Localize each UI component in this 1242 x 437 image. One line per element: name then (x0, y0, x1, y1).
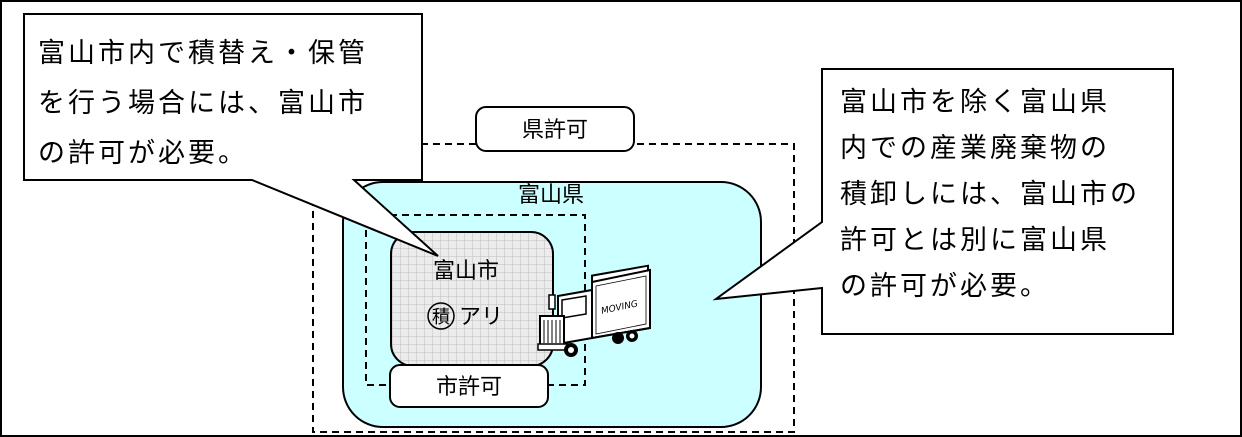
prefecture-permit-label: 県許可 (522, 118, 588, 143)
callout-right-line-5: の許可が必要。 (840, 271, 1050, 302)
callout-right-line-3: 積卸しには、富山市の (840, 179, 1140, 210)
callout-right-line-1: 富山市を除く富山県 (840, 87, 1110, 118)
storage-mark-circle (427, 302, 455, 330)
callout-left-line-2: を行う場合には、富山市 (38, 88, 368, 119)
callout-left: 富山市内で積替え・保管 を行う場合には、富山市 の許可が必要。 (23, 13, 439, 257)
city-permit-box (389, 364, 549, 408)
city-permit-label: 市許可 (436, 375, 502, 400)
moving-truck-icon: MOVING (537, 264, 651, 357)
callout-right-line-2: 内での産業廃棄物の (840, 133, 1110, 164)
callout-right: 富山市を除く富山県 内での産業廃棄物の 積卸しには、富山市の 許可とは別に富山県… (712, 68, 1174, 335)
callout-left-line-1: 富山市内で積替え・保管 (38, 38, 368, 69)
callout-right-line-4: 許可とは別に富山県 (840, 225, 1110, 256)
prefecture-permit-box (475, 106, 635, 152)
storage-mark: 積 (432, 307, 450, 328)
callout-left-line-3: の許可が必要。 (38, 138, 248, 169)
city-label: 富山市 (433, 259, 499, 284)
storage-text: アリ (459, 305, 503, 330)
prefecture-label: 富山県 (518, 183, 584, 208)
city-area (390, 231, 554, 367)
